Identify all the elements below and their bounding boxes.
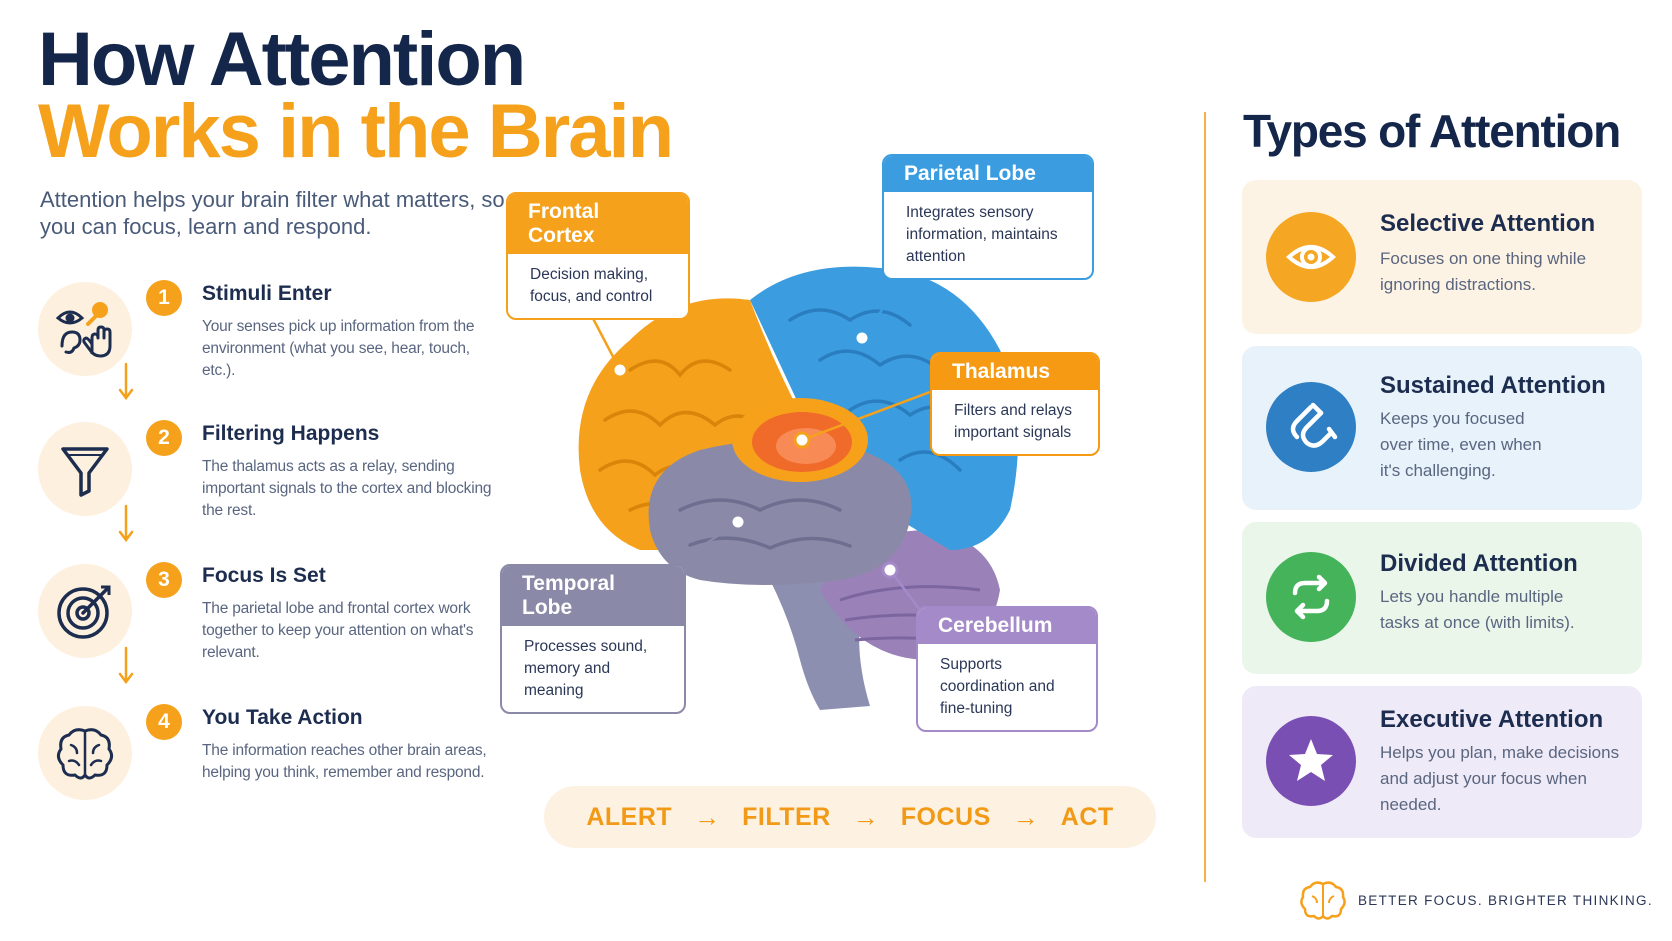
target-icon bbox=[38, 564, 132, 658]
title-line-1: How Attention bbox=[38, 17, 526, 102]
cerebellum-desc: Supports coordination and fine-tuning bbox=[940, 656, 1055, 717]
step-description: The parietal lobe and frontal cortex wor… bbox=[202, 600, 474, 661]
title-line-2: Works in the Brain bbox=[38, 89, 674, 174]
flow-step: ALERT bbox=[586, 802, 673, 831]
type-description: Helps you plan, make decisions and adjus… bbox=[1380, 743, 1620, 814]
frontal-cortex-desc: Decision making, focus, and control bbox=[530, 266, 653, 305]
type-description: Keeps you focused over time, even when i… bbox=[1380, 409, 1542, 480]
thalamus-callout: Thalamus Filters and relays important si… bbox=[930, 352, 1100, 456]
type-title: Executive Attention bbox=[1380, 706, 1604, 733]
thalamus-label: Thalamus bbox=[932, 354, 1098, 390]
step-1: 1 Stimuli Enter Your senses pick up info… bbox=[38, 262, 508, 379]
frontal-cortex-label: Frontal Cortex bbox=[508, 194, 688, 254]
tagline-text: BETTER FOCUS. BRIGHTER THINKING. bbox=[1358, 892, 1653, 908]
swap-arrows-icon bbox=[1266, 552, 1356, 642]
step-title: Focus Is Set bbox=[202, 564, 326, 587]
type-card-divided: Divided Attention Lets you handle multip… bbox=[1242, 522, 1642, 674]
temporal-lobe-desc: Processes sound, memory and meaning bbox=[524, 638, 648, 699]
cerebellum-label: Cerebellum bbox=[918, 608, 1096, 644]
arrow-down-icon bbox=[118, 504, 134, 543]
step-title: You Take Action bbox=[202, 706, 363, 729]
cerebellum-callout: Cerebellum Supports coordination and fin… bbox=[916, 606, 1098, 732]
type-title: Sustained Attention bbox=[1380, 372, 1606, 399]
step-number: 4 bbox=[146, 704, 182, 740]
process-flow-strip: ALERT → FILTER → FOCUS → ACT bbox=[544, 786, 1156, 848]
flow-step: ACT bbox=[1060, 802, 1114, 831]
brain-illustration bbox=[574, 264, 1018, 710]
brain-logo-icon bbox=[1300, 881, 1346, 920]
temporal-lobe-label: Temporal Lobe bbox=[502, 566, 684, 626]
step-2: 2 Filtering Happens The thalamus acts as… bbox=[38, 402, 508, 519]
step-description: Your senses pick up information from the… bbox=[202, 318, 475, 379]
arrow-right-icon: → bbox=[1012, 801, 1039, 832]
step-number: 3 bbox=[146, 562, 182, 598]
step-number: 1 bbox=[146, 280, 182, 316]
types-title: Types of Attention bbox=[1243, 105, 1621, 157]
step-4: 4 You Take Action The information reache… bbox=[38, 686, 508, 800]
step-3: 3 Focus Is Set The parietal lobe and fro… bbox=[38, 544, 508, 661]
temporal-lobe-callout: Temporal Lobe Processes sound, memory an… bbox=[500, 564, 686, 714]
brain-diagram: Frontal Cortex Decision making, focus, a… bbox=[500, 150, 1180, 770]
subtitle: Attention helps your brain filter what m… bbox=[40, 187, 505, 239]
parietal-lobe-callout: Parietal Lobe Integrates sensory informa… bbox=[882, 154, 1094, 280]
eye-icon bbox=[1266, 212, 1356, 302]
step-title: Stimuli Enter bbox=[202, 282, 332, 305]
step-description: The thalamus acts as a relay, sending im… bbox=[202, 458, 492, 519]
step-description: The information reaches other brain area… bbox=[202, 742, 487, 781]
arrow-down-icon bbox=[118, 362, 134, 401]
step-title: Filtering Happens bbox=[202, 422, 380, 445]
thalamus-desc: Filters and relays important signals bbox=[954, 402, 1073, 441]
flow-step: FILTER bbox=[742, 802, 831, 831]
page-title: How Attention Works in the Brain bbox=[38, 17, 674, 174]
magnet-icon bbox=[1266, 382, 1356, 472]
funnel-icon bbox=[38, 422, 132, 516]
star-icon bbox=[1266, 716, 1356, 806]
section-divider bbox=[1204, 112, 1206, 882]
type-card-executive: Executive Attention Helps you plan, make… bbox=[1242, 686, 1642, 838]
parietal-lobe-desc: Integrates sensory information, maintain… bbox=[906, 204, 1058, 265]
step-number: 2 bbox=[146, 420, 182, 456]
type-description: Lets you handle multiple tasks at once (… bbox=[1380, 587, 1575, 632]
type-card-sustained: Sustained Attention Keeps you focused ov… bbox=[1242, 346, 1642, 510]
brain-icon bbox=[38, 706, 132, 800]
arrow-right-icon: → bbox=[694, 801, 721, 832]
temporal-region bbox=[648, 440, 912, 585]
type-title: Divided Attention bbox=[1380, 550, 1578, 577]
type-title: Selective Attention bbox=[1380, 210, 1596, 237]
arrow-right-icon: → bbox=[852, 801, 879, 832]
arrow-down-icon bbox=[118, 646, 134, 685]
flow-step: FOCUS bbox=[900, 802, 991, 831]
parietal-lobe-label: Parietal Lobe bbox=[884, 156, 1092, 192]
type-description: Focuses on one thing while ignoring dist… bbox=[1380, 249, 1587, 294]
frontal-cortex-callout: Frontal Cortex Decision making, focus, a… bbox=[506, 192, 690, 320]
senses-icon bbox=[38, 282, 132, 376]
tagline: BETTER FOCUS. BRIGHTER THINKING. bbox=[1298, 878, 1653, 922]
type-card-selective: Selective Attention Focuses on one thing… bbox=[1242, 180, 1642, 334]
